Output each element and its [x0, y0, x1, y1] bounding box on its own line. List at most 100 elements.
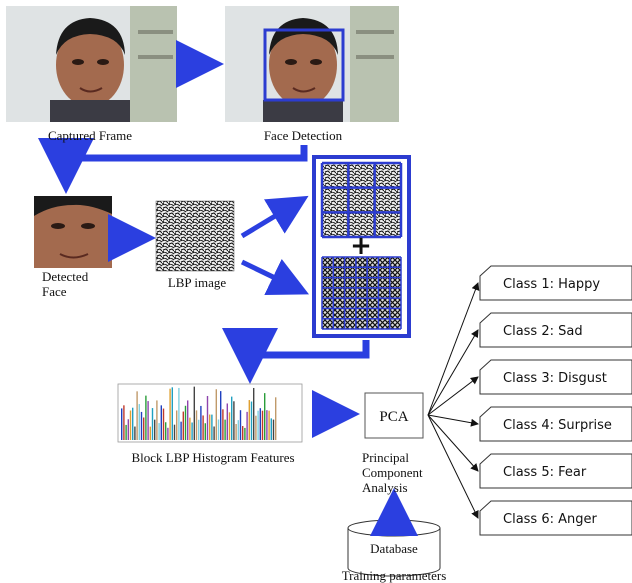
histogram-bar — [261, 410, 264, 440]
class-label: Class 5: Fear — [503, 465, 587, 480]
histogram-bar — [123, 405, 125, 440]
histogram-bar — [244, 427, 246, 440]
class-box-shape — [479, 265, 632, 301]
histogram-bar — [173, 424, 176, 440]
class-output-2: Class 2: Sad — [479, 312, 632, 348]
histogram-bar — [231, 396, 233, 440]
histogram-bar — [151, 408, 154, 440]
class-output-1: Class 1: Happy — [479, 265, 632, 301]
histogram-bar — [149, 426, 151, 440]
histogram-bar — [191, 422, 193, 440]
pca-desc-3: Analysis — [362, 480, 408, 495]
class-label: Class 2: Sad — [503, 324, 583, 339]
class-output-4: Class 4: Surprise — [479, 406, 632, 442]
histogram-bar — [217, 419, 220, 440]
class-label: Class 3: Disgust — [503, 371, 607, 386]
histogram-bar — [165, 422, 167, 440]
histogram-bar — [180, 421, 182, 440]
histogram-bar — [237, 420, 239, 440]
histogram-bar — [136, 391, 138, 440]
histogram-bar — [213, 426, 215, 440]
class-label: Class 6: Anger — [503, 512, 597, 527]
arrow-pca-to-class-6 — [427, 414, 479, 519]
arrow-pca-to-class-2 — [427, 329, 479, 416]
histogram-bar — [198, 419, 200, 440]
histogram-bar — [193, 386, 195, 440]
histogram-bar — [134, 426, 136, 440]
class-label: Class 4: Surprise — [503, 418, 612, 433]
histogram-bar — [127, 419, 129, 440]
histogram-bar — [125, 424, 127, 440]
histogram-bar — [129, 410, 132, 440]
histogram-bar — [211, 414, 213, 440]
face-bounding-box — [263, 28, 345, 102]
histogram-bar — [272, 419, 275, 440]
coarse-block-grid — [320, 161, 403, 239]
training-parameters-label: Training parameters — [342, 568, 447, 583]
histogram-bar — [147, 401, 149, 440]
arrow-pca-to-class-5 — [427, 414, 479, 472]
histogram-bar — [204, 423, 206, 440]
histogram-image — [117, 383, 303, 443]
histogram-bar — [206, 395, 209, 440]
face-detection-label: Face Detection — [264, 128, 343, 143]
class-output-3: Class 3: Disgust — [479, 359, 632, 395]
histogram-bar — [257, 410, 259, 440]
histogram-bar — [220, 391, 222, 440]
histogram-bar — [226, 403, 228, 440]
histogram-bar — [215, 389, 217, 440]
histogram-bar — [171, 387, 173, 440]
histogram-bar — [275, 397, 277, 440]
pca-label: PCA — [379, 409, 408, 425]
histogram-bar — [246, 411, 248, 440]
class-output-6: Class 6: Anger — [479, 500, 632, 536]
histogram-bar — [145, 395, 147, 440]
detected-face-image — [34, 196, 112, 268]
histogram-bar — [182, 411, 184, 440]
histogram-bar — [178, 387, 180, 440]
arrow-detect-to-face — [38, 138, 308, 194]
lbp-image — [155, 200, 235, 272]
histogram-bar — [154, 419, 156, 440]
histogram-bar — [176, 410, 178, 440]
histogram-bar — [156, 400, 158, 440]
arrow-lbp-to-grid-coarse — [240, 195, 309, 239]
histogram-bar — [255, 415, 257, 440]
histogram-bar — [162, 408, 165, 440]
fine-block-grid — [321, 256, 402, 330]
histogram-bar — [239, 410, 242, 440]
histogram-bar — [169, 388, 171, 440]
histogram-bar — [224, 419, 226, 440]
histogram-bar — [195, 410, 198, 440]
histogram-bar — [167, 427, 169, 440]
histogram-bar — [209, 414, 211, 440]
pca-desc-2: Component — [362, 465, 423, 480]
histogram-bar — [248, 400, 250, 440]
histogram-bar — [132, 407, 134, 440]
class-label: Class 1: Happy — [503, 277, 600, 292]
histogram-bar — [140, 411, 143, 440]
histogram-bar — [187, 400, 189, 440]
captured-frame-image — [6, 6, 177, 122]
histogram-bar — [184, 405, 187, 440]
arrow-grid-to-histogram — [222, 328, 370, 384]
histogram-bar — [233, 401, 235, 440]
histogram-bar — [259, 408, 261, 440]
histogram-bar — [266, 410, 268, 440]
histogram-bar — [253, 387, 255, 440]
pca-desc-1: Principal — [362, 450, 409, 465]
arrow-pca-to-class-3 — [427, 376, 479, 416]
histogram-bar — [250, 401, 253, 440]
captured-frame-label: Captured Frame — [48, 128, 132, 143]
histogram-bar — [160, 405, 162, 440]
pca-box — [364, 392, 424, 439]
histogram-bar — [235, 424, 237, 440]
histogram-bar — [268, 410, 270, 440]
class-box-shape — [479, 500, 632, 536]
plus-sign: + — [350, 231, 372, 261]
class-box-shape — [479, 453, 632, 489]
database-label: Database — [370, 541, 418, 556]
histogram-bar — [143, 417, 145, 440]
histogram-bar — [158, 423, 160, 440]
lbp-image-label: LBP image — [168, 275, 227, 290]
